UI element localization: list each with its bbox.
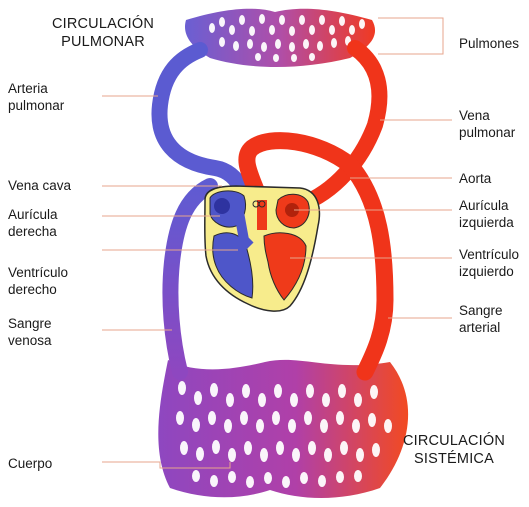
vena-cava-vessel xyxy=(170,186,210,372)
lung-capillary-bed xyxy=(185,9,375,67)
label-ventriculo-izquierdo: Ventrículo izquierdo xyxy=(459,246,519,280)
body-capillary-bed xyxy=(158,360,408,498)
label-pulmones: Pulmones xyxy=(459,35,519,52)
label-arteria-pulmonar: Arteria pulmonar xyxy=(8,80,64,114)
label-auricula-derecha: Aurícula derecha xyxy=(8,206,58,240)
label-vena-cava: Vena cava xyxy=(8,177,71,194)
systemic-circulation-title: CIRCULACIÓN SISTÉMICA xyxy=(390,432,518,468)
right-atrium-opening xyxy=(214,198,230,214)
label-auricula-izquierda: Aurícula izquierda xyxy=(459,197,514,231)
label-cuerpo: Cuerpo xyxy=(8,455,52,472)
pulmonary-circulation-title: CIRCULACIÓN PULMONAR xyxy=(42,15,164,51)
label-ventriculo-derecho: Ventrículo derecho xyxy=(8,264,68,298)
label-aorta: Aorta xyxy=(459,170,491,187)
label-vena-pulmonar: Vena pulmonar xyxy=(459,107,515,141)
heart xyxy=(205,186,320,311)
label-sangre-venosa: Sangre venosa xyxy=(8,315,52,349)
label-sangre-arterial: Sangre arterial xyxy=(459,302,503,336)
